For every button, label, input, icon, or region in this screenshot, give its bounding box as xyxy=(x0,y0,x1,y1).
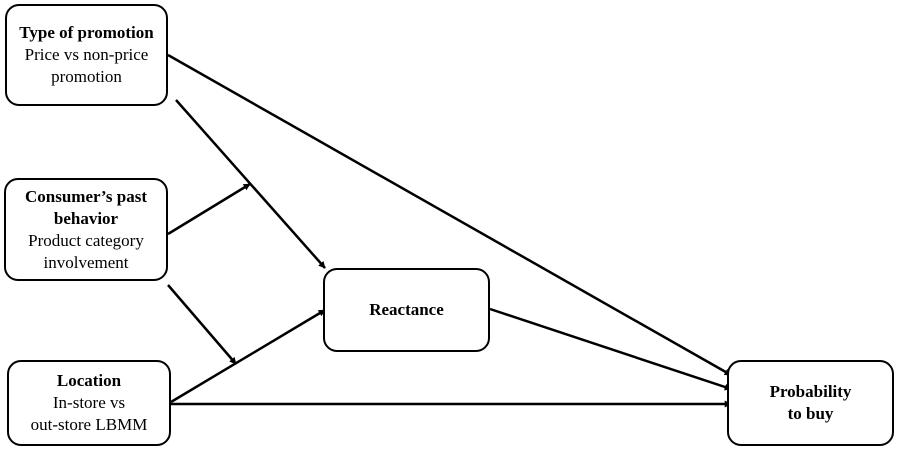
arrow-location-to-reactance xyxy=(170,308,326,404)
node-consumers-past-behavior: Consumer’s past behavior Product categor… xyxy=(4,178,168,281)
node-description-line: Price vs non-price xyxy=(24,45,149,64)
node-title: Location xyxy=(56,371,122,390)
node-probability-to-buy: Probability to buy xyxy=(727,360,894,446)
arrow-promotion-to-probability xyxy=(167,53,732,377)
node-description-line: Product category xyxy=(28,230,144,250)
node-title-line: Probability xyxy=(769,382,852,401)
node-type-of-promotion: Type of promotion Price vs non-price pro… xyxy=(5,4,168,106)
node-title-line: Consumer’s past xyxy=(25,186,147,206)
node-title: Type of promotion xyxy=(19,23,154,42)
node-reactance: Reactance xyxy=(323,268,490,352)
node-description-line: involvement xyxy=(43,252,129,272)
node-description-line: out-store LBMM xyxy=(30,415,148,434)
node-location: Location In-store vs out-store LBMM xyxy=(7,360,171,446)
node-title-line: to buy xyxy=(787,404,834,423)
arrow-reactance-to-probability xyxy=(489,307,732,391)
arrow-past-behavior-moderation-upper xyxy=(167,182,251,236)
arrow-promotion-to-reactance xyxy=(175,99,326,269)
node-description-line: promotion xyxy=(51,67,122,86)
arrow-past-behavior-moderation-lower xyxy=(167,284,237,365)
node-description-line: In-store vs xyxy=(52,393,126,412)
node-title: Reactance xyxy=(369,300,444,319)
node-title-line: behavior xyxy=(53,208,119,228)
